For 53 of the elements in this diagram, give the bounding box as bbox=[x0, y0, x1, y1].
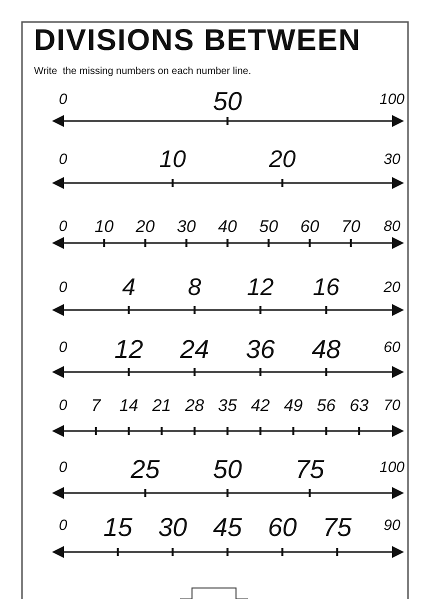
number-label: 0 bbox=[58, 92, 68, 108]
number-label: 60 bbox=[384, 340, 400, 356]
instruction-text: Write the missing numbers on each number line. bbox=[34, 66, 252, 77]
number-label: 0 bbox=[58, 218, 68, 234]
number-label: 10 bbox=[159, 148, 186, 172]
number-label: 75 bbox=[295, 456, 324, 482]
number-label: 60 bbox=[300, 218, 320, 235]
number-label: 70 bbox=[341, 218, 360, 235]
number-label: 0 bbox=[58, 460, 68, 476]
number-label: 70 bbox=[384, 398, 400, 413]
number-label: 12 bbox=[114, 336, 144, 362]
number-label: 30 bbox=[158, 514, 188, 540]
number-label: 36 bbox=[246, 336, 275, 362]
worksheet-title: DIVISIONS BETWEEN bbox=[34, 24, 362, 58]
number-label: 30 bbox=[176, 218, 196, 235]
number-label: 12 bbox=[247, 276, 274, 300]
number-label: 42 bbox=[250, 397, 270, 414]
number-label: 21 bbox=[152, 397, 172, 414]
number-label: 7 bbox=[91, 397, 101, 414]
number-label: 40 bbox=[218, 218, 237, 235]
number-label: 0 bbox=[58, 152, 68, 167]
number-label: 20 bbox=[268, 148, 296, 172]
number-label: 63 bbox=[350, 397, 369, 414]
number-label: 100 bbox=[379, 92, 405, 108]
number-label: 0 bbox=[58, 340, 68, 356]
number-label: 24 bbox=[180, 336, 210, 362]
number-label: 4 bbox=[122, 276, 136, 300]
number-label: 10 bbox=[94, 218, 114, 235]
number-label: 0 bbox=[58, 518, 68, 534]
number-label: 45 bbox=[213, 514, 242, 540]
number-label: 30 bbox=[384, 152, 400, 167]
number-label: 50 bbox=[213, 88, 242, 114]
number-label: 28 bbox=[185, 397, 204, 414]
number-label: 50 bbox=[213, 456, 242, 482]
number-label: 80 bbox=[384, 218, 400, 234]
number-label: 14 bbox=[119, 397, 138, 414]
number-label: 100 bbox=[379, 460, 405, 476]
number-label: 16 bbox=[312, 276, 340, 300]
number-label: 50 bbox=[259, 218, 278, 235]
number-label: 25 bbox=[130, 456, 160, 482]
number-label: 20 bbox=[136, 218, 155, 235]
number-label: 75 bbox=[322, 514, 352, 540]
number-label: 35 bbox=[218, 397, 237, 414]
number-label: 60 bbox=[268, 514, 297, 540]
number-label: 49 bbox=[284, 397, 303, 414]
number-label: 56 bbox=[316, 397, 336, 414]
number-label: 0 bbox=[58, 398, 68, 413]
number-label: 0 bbox=[58, 280, 68, 295]
number-label: 90 bbox=[384, 518, 400, 534]
number-label: 15 bbox=[103, 514, 132, 540]
number-label: 48 bbox=[312, 336, 341, 362]
number-label: 20 bbox=[384, 280, 400, 295]
number-label: 8 bbox=[188, 276, 202, 300]
